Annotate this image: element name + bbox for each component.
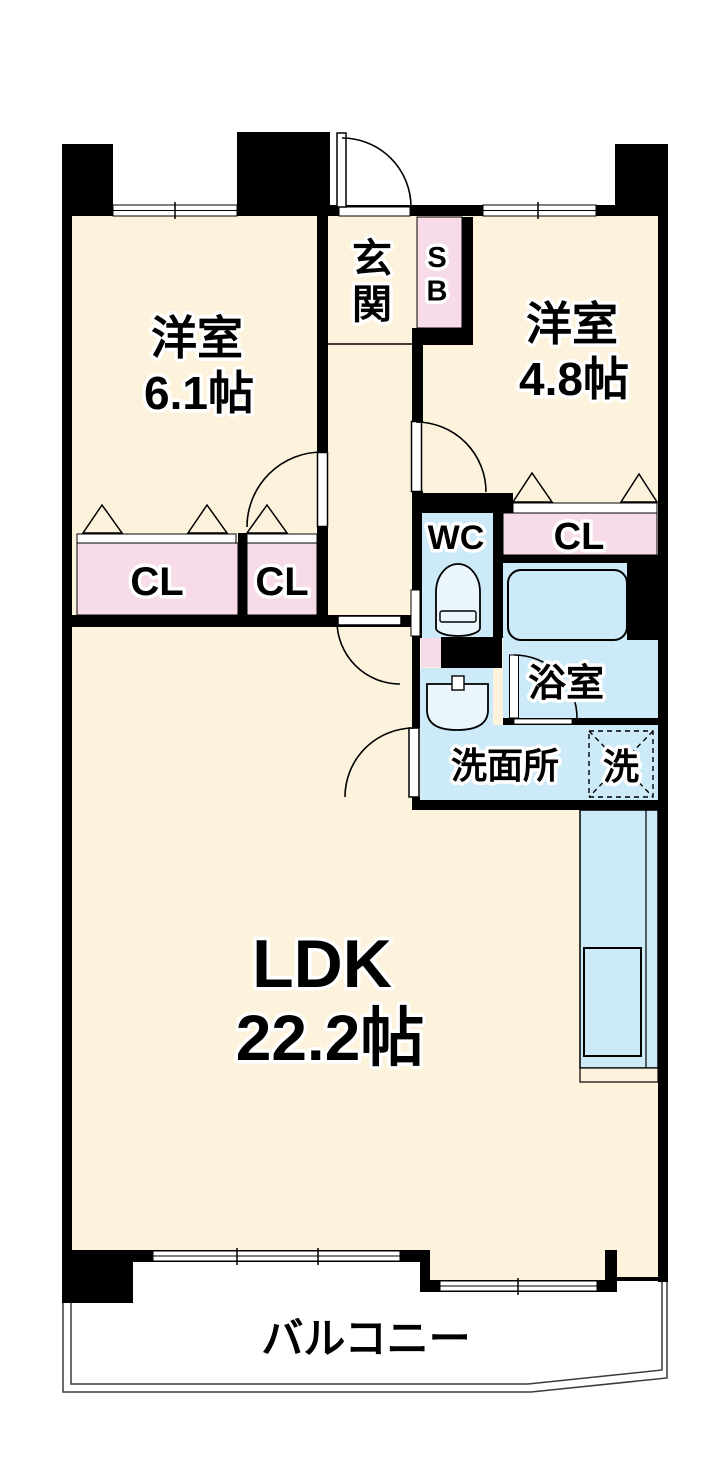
doors — [246, 132, 578, 798]
bedroom2-label: 洋室 — [526, 298, 618, 350]
entrance-door-arc — [341, 137, 412, 208]
bathtub-icon — [507, 569, 628, 641]
shoe-box-fill — [416, 216, 463, 329]
bedroom1-door-arc — [246, 451, 323, 528]
closet-door-triangle — [186, 503, 229, 534]
entrance-label: 玄関 — [352, 237, 392, 327]
closet-door-triangle — [245, 503, 289, 534]
window-bedroom1 — [112, 202, 238, 219]
small-pink-cabinet — [421, 638, 441, 667]
washroom-door — [344, 727, 420, 798]
bedroom2-door-arc — [415, 421, 487, 493]
closet-hall-track — [246, 533, 318, 544]
ldk-label: LDK — [252, 926, 392, 1002]
window-ldk-main — [152, 1248, 401, 1265]
bedroom1-door — [246, 451, 329, 528]
kitchen-sink-icon — [579, 810, 659, 1083]
toilet-icon — [435, 563, 481, 637]
kitchen-counter-step — [579, 1067, 659, 1083]
washroom-door-arc — [344, 727, 415, 798]
closet-bedroom2-track — [512, 502, 658, 514]
balcony-outline — [62, 1282, 668, 1393]
washbasin-icon — [426, 675, 489, 731]
closet-main-label: CL — [130, 560, 183, 604]
bedroom2-size: 4.8帖 — [519, 353, 629, 405]
wc-label: WC — [428, 519, 485, 557]
closet-hall-label: CL — [255, 560, 308, 604]
bathroom-door-arc — [513, 654, 578, 719]
bedroom1-door-leaf — [316, 451, 329, 528]
window-ldk-recessed — [439, 1278, 598, 1295]
hall-ldk-door-leaf — [337, 615, 402, 626]
hall-ldk-door — [336, 615, 402, 685]
bedroom1-size: 6.1帖 — [144, 367, 254, 419]
hall-ldk-door-arc — [336, 620, 401, 685]
ldk-size: 22.2帖 — [236, 1002, 425, 1074]
closet-door-triangle — [619, 472, 659, 503]
entrance-door-leaf — [336, 132, 347, 208]
balcony-label: バルコニー — [261, 1315, 470, 1362]
washing-machine-icon — [588, 730, 654, 798]
entrance-door — [336, 132, 412, 217]
closet-door-triangle — [511, 471, 554, 503]
wet-area-fills — [420, 513, 659, 1069]
closet-door-triangle — [81, 503, 124, 534]
laundry-label: 洗 — [603, 746, 639, 787]
closet-bedroom2-label: CL — [554, 516, 605, 558]
bedroom2-door-leaf — [410, 420, 423, 493]
washroom-door-leaf — [408, 727, 420, 798]
bedroom1-label: 洋室 — [151, 312, 243, 364]
bedroom2-door — [410, 420, 487, 493]
washroom-label: 洗面所 — [451, 745, 559, 786]
bathroom-label: 浴室 — [528, 662, 604, 705]
bathroom-door-leaf — [509, 654, 519, 719]
closet-door-symbols — [76, 471, 659, 544]
closet-main-track — [76, 533, 237, 544]
washroom-fill — [420, 725, 658, 800]
window-bedroom2 — [482, 202, 597, 219]
bathroom-door — [509, 654, 578, 725]
wc-door-leaf — [410, 589, 421, 637]
windows — [112, 202, 598, 1295]
